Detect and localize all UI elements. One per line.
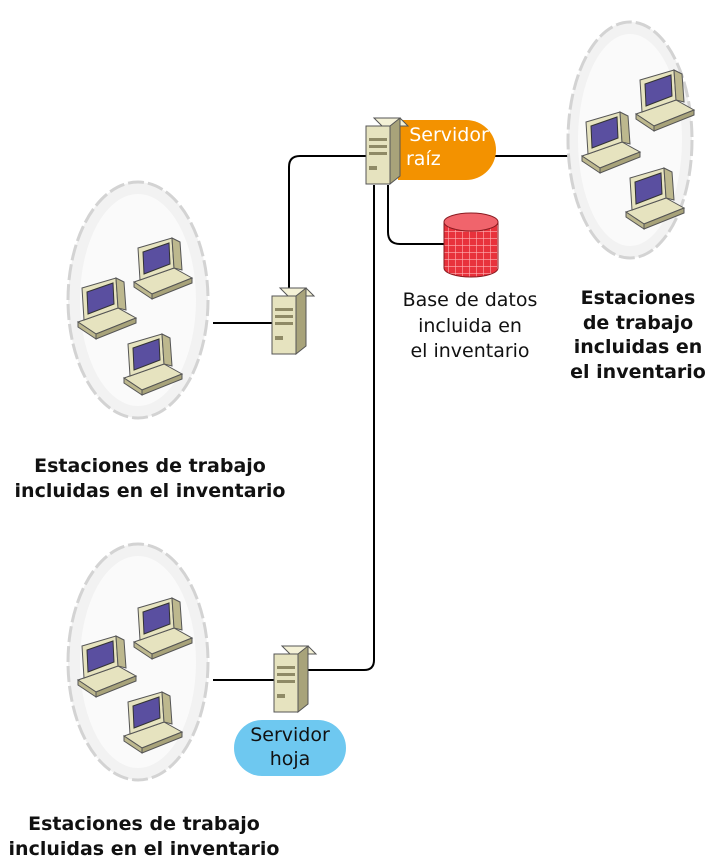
- leaf-server-label-line2: hoja: [269, 747, 311, 770]
- cloud-right-label-line1: Estaciones: [580, 287, 696, 309]
- cloud-right-label-line2: de trabajo: [582, 311, 694, 334]
- cloud-left-top-label-line1: Estaciones de trabajo: [34, 455, 266, 477]
- cloud-left-top-label: Estaciones de trabajo incluidas en el in…: [10, 454, 290, 503]
- database-label-line3: el inventario: [410, 340, 530, 363]
- cloud-left-bottom-label-line1: Estaciones de trabajo: [28, 813, 260, 835]
- cloud-right: [566, 20, 695, 260]
- root-server-label-line1: Servidor: [409, 124, 489, 146]
- cloud-left-top: [66, 180, 210, 420]
- cloud-left-bottom: [66, 542, 210, 782]
- root-server-label-line2: raíz: [406, 147, 441, 170]
- root-server-badge: [398, 120, 496, 180]
- leaf-server-label: Servidor hoja: [234, 724, 346, 772]
- cloud-right-label-line3: incluidas en: [573, 336, 703, 359]
- database-label: Base de datos incluida en el inventario: [380, 288, 560, 365]
- cloud-right-label-line4: el inventario: [570, 361, 706, 384]
- database-label-line1: Base de datos: [402, 289, 538, 311]
- leaf-server-label-line1: Servidor: [250, 724, 330, 746]
- cloud-left-bottom-label-line2: incluidas en el inventario: [8, 837, 280, 859]
- cloud-right-label: Estaciones de trabajo incluidas en el in…: [568, 286, 708, 385]
- cloud-left-top-label-line2: incluidas en el inventario: [14, 479, 286, 502]
- database-icon: [443, 212, 499, 278]
- leaf-server-badge: [234, 720, 346, 776]
- connection-lines: [213, 155, 568, 681]
- root-server-label: Servidor raíz: [406, 124, 492, 172]
- server-icon: [273, 645, 317, 713]
- server-icon: [271, 287, 315, 355]
- cloud-left-bottom-label: Estaciones de trabajo incluidas en el in…: [4, 812, 284, 859]
- database-label-line2: incluida en: [418, 314, 522, 337]
